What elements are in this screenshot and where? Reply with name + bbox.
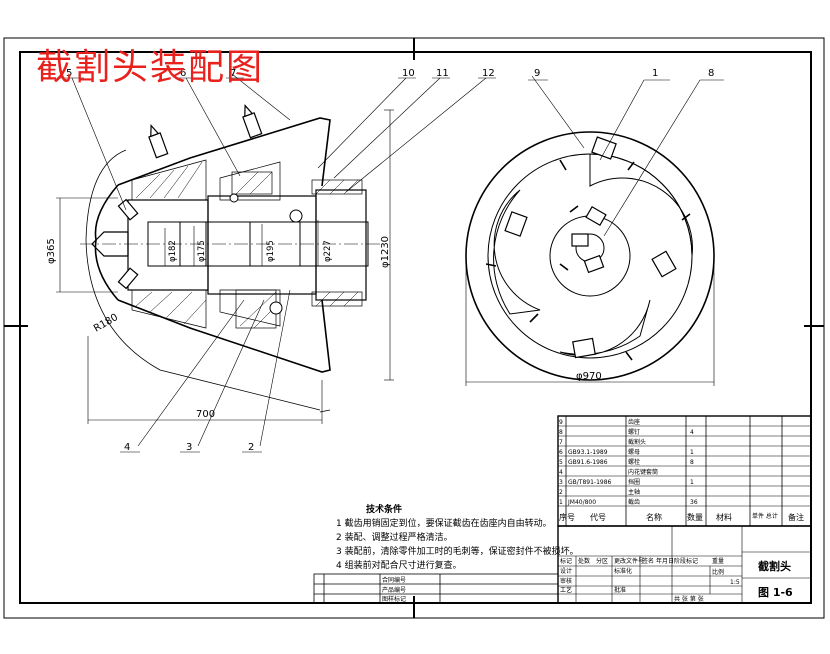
dim-bore-1: φ182	[168, 240, 178, 262]
section-view	[56, 73, 496, 453]
bom-row-no: 7	[559, 439, 563, 446]
balloon-5: 5	[66, 68, 72, 79]
balloon-2: 2	[248, 442, 254, 453]
label-process: 工艺	[560, 586, 572, 594]
label-signature: 签名	[642, 557, 654, 565]
bom-header-name: 名称	[646, 512, 662, 522]
dim-end-view-diameter: φ970	[576, 371, 602, 382]
part-name: 截割头	[758, 559, 791, 573]
bom-row-code: GB/T891-1986	[568, 479, 612, 486]
balloon-7: 7	[230, 68, 236, 79]
bom-row-name: 截齿	[628, 498, 640, 506]
balloon-9: 9	[534, 68, 540, 79]
dim-left-diameter: φ365	[46, 238, 57, 264]
bom-row-no: 2	[559, 489, 563, 496]
drawing-number: 图 1-6	[758, 586, 793, 599]
balloon-8: 8	[708, 68, 714, 79]
bom-row-qty: 36	[690, 499, 698, 506]
label-change-doc: 更改文件号	[614, 557, 644, 565]
change-row-1: 合同编号	[382, 576, 406, 584]
bom-row-no: 6	[559, 449, 563, 456]
drawing-title: 截割头装配图	[36, 47, 265, 88]
bom-rows: 9 齿座 8 螺钉 4 7 截割头 6 GB93.1-1989 螺母 1 5 GB91.6-1986 螺栓…	[559, 418, 698, 506]
scale-value: 1:5	[730, 579, 740, 586]
bom-row-name: 挡圈	[628, 478, 640, 486]
scale-label: 比例	[712, 568, 724, 576]
dim-bore-3: φ195	[266, 240, 276, 262]
bom-row-code: JM40/800	[567, 499, 596, 506]
bom-row-name: 齿座	[628, 418, 640, 426]
tech-item-4: 4 组装前对配合尺寸进行复查。	[336, 561, 462, 571]
bom-row-code: GB91.6-1986	[568, 459, 608, 466]
bom-row-no: 1	[559, 499, 563, 506]
change-row-2: 产品编号	[382, 586, 406, 594]
bom-row-name: 内花键套筒	[628, 468, 658, 476]
tech-item-3: 3 装配前，清除零件加工时的毛刺等，保证密封件不被损坏。	[336, 547, 579, 557]
balloon-11: 11	[436, 68, 449, 79]
bom-row-qty: 4	[690, 429, 694, 436]
bom-row-no: 3	[559, 479, 563, 486]
title-block-labels: 截割头 图 1-6 比例 1:5 共 张 第 张 标记 处数 分区 更改文件号 …	[560, 557, 793, 603]
label-mark: 标记	[560, 557, 572, 565]
bom-header-code: 代号	[590, 512, 606, 522]
bom-row-name: 螺钉	[628, 428, 640, 436]
tech-heading: 技术条件	[366, 505, 403, 515]
bom-row-no: 4	[559, 469, 563, 476]
change-row-3: 图样标记	[382, 595, 406, 603]
label-stage: 阶段标记	[674, 557, 698, 565]
label-review: 审核	[560, 577, 572, 585]
bom-header-no: 序号	[559, 512, 575, 522]
bom-row-qty: 1	[690, 449, 694, 456]
label-approve: 批准	[614, 586, 626, 594]
change-block	[313, 573, 559, 604]
dim-overall-diameter: φ1230	[380, 236, 391, 268]
bom-row-name: 螺栓	[628, 458, 640, 466]
dim-bore-4: φ227	[323, 240, 333, 262]
bom-row-no: 9	[559, 419, 563, 426]
bom-row-no: 8	[559, 429, 563, 436]
label-standardization: 标准化	[614, 567, 632, 575]
title-block	[557, 525, 812, 604]
end-view	[465, 75, 724, 386]
bom-row-qty: 8	[690, 459, 694, 466]
label-date: 年月日	[656, 557, 674, 565]
balloon-labels: 5 6 7 10 11 12 9 1 8 4 3 2	[66, 68, 714, 453]
bom-header: 序号 代号 名称 数量 材料 单件 总计 备注	[559, 512, 804, 522]
balloon-6: 6	[180, 68, 186, 79]
label-count: 处数	[578, 557, 590, 565]
balloon-12: 12	[482, 68, 495, 79]
bom-header-qty: 数量	[687, 512, 703, 522]
bom-header-material: 材料	[716, 512, 732, 522]
bom-row-name: 截割头	[628, 438, 646, 446]
tech-item-2: 2 装配、调整过程严格清洁。	[336, 533, 453, 543]
label-weight: 重量	[712, 557, 724, 565]
tech-item-1: 1 截齿用销固定到位，要保证截齿在齿座内自由转动。	[336, 519, 552, 529]
bom-header-note: 备注	[788, 512, 804, 522]
bom-row-code: GB93.1-1989	[568, 449, 608, 456]
balloon-10: 10	[402, 68, 415, 79]
sheet-count: 共 张 第 张	[674, 595, 704, 603]
bom-row-qty: 1	[690, 479, 694, 486]
bom-row-name: 主轴	[628, 488, 640, 496]
bom-row-name: 螺母	[628, 448, 640, 456]
technical-requirements: 技术条件 1 截齿用销固定到位，要保证截齿在齿座内自由转动。 2 装配、调整过程…	[336, 503, 579, 573]
bom-header-weight: 单件 总计	[752, 512, 778, 520]
bom-row-no: 5	[559, 459, 563, 466]
balloon-3: 3	[186, 442, 192, 453]
change-block-labels: 合同编号 产品编号 图样标记	[382, 576, 406, 603]
balloon-1: 1	[652, 68, 658, 79]
dim-length: 700	[196, 409, 215, 420]
label-zone: 分区	[596, 557, 608, 565]
label-design: 设计	[560, 567, 572, 575]
balloon-4: 4	[124, 442, 130, 453]
dim-bore-2: φ175	[197, 240, 207, 262]
